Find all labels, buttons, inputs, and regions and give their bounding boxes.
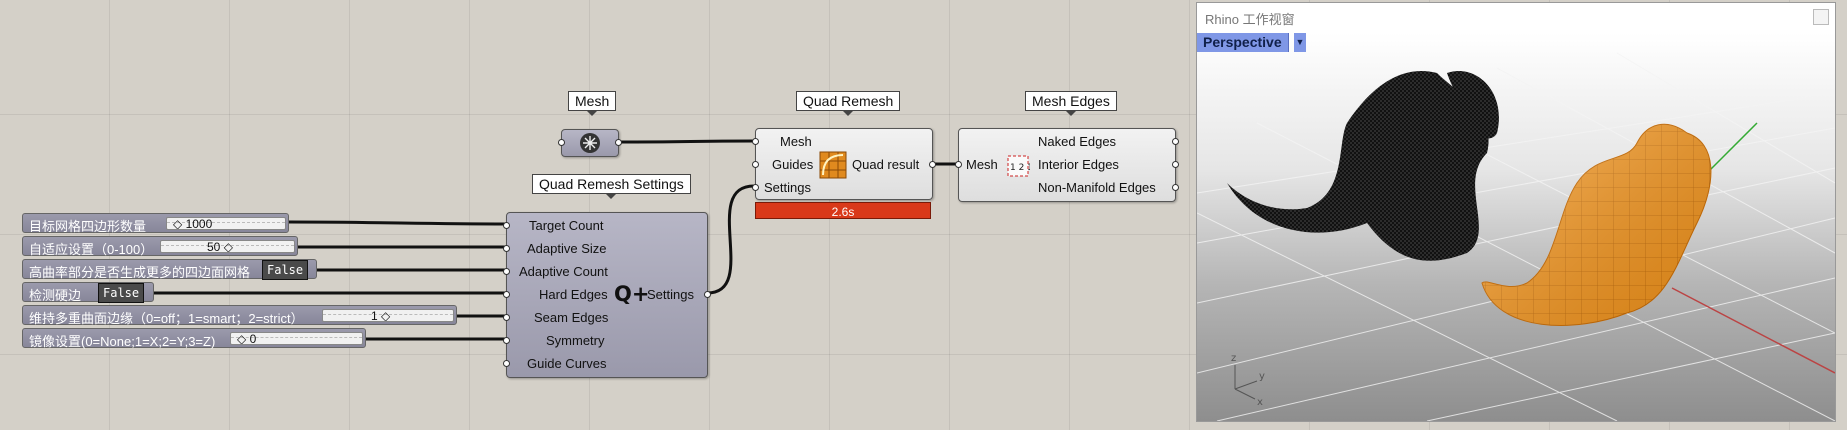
mesh-param-input-dot[interactable]: [558, 139, 565, 146]
settings-tag: Quad Remesh Settings: [532, 174, 691, 194]
qr-input-mesh: Mesh: [780, 134, 812, 149]
mesh-param[interactable]: [558, 129, 622, 157]
qs-input-guide-curves: Guide Curves: [527, 356, 607, 371]
rhino-window[interactable]: Rhino 工作视窗: [1196, 2, 1836, 422]
qr-mesh-dot[interactable]: [752, 138, 759, 145]
axis-gizmo: [1234, 365, 1258, 400]
toggle-detect-hard-edges-label: 检测硬边: [29, 288, 82, 303]
toggle-detect-hard-edges[interactable]: 检测硬边 False: [22, 282, 154, 303]
svg-text:1 2 1: 1 2 1: [1010, 163, 1030, 173]
qr-guides-dot[interactable]: [752, 161, 759, 168]
me-nonmanifold-dot[interactable]: [1172, 184, 1179, 191]
original-mesh: [1227, 71, 1489, 261]
slider-preserve-edges-label: 维持多重曲面边缘（0=off；1=smart；2=strict）: [29, 311, 304, 326]
mesh-tag: Mesh: [568, 91, 617, 111]
qr-output-quad-result: Quad result: [852, 157, 920, 172]
qr-output-dot[interactable]: [929, 161, 936, 168]
slider-symmetry-value: ◇ 0: [237, 332, 257, 345]
wire-target-count: [288, 220, 509, 226]
me-output-interior-edges: Interior Edges: [1038, 157, 1119, 172]
qr-input-guides: Guides: [772, 157, 814, 172]
qs-seam-edges-dot[interactable]: [503, 314, 510, 321]
qs-input-target-count: Target Count: [529, 218, 604, 233]
axis-x-label: x: [1257, 397, 1263, 408]
me-output-non-manifold-edges: Non-Manifold Edges: [1038, 180, 1156, 195]
slider-adaptive-value: 50 ◇: [207, 240, 233, 253]
wire-mesh: [617, 139, 755, 144]
quad-remesh-icon: [819, 151, 847, 179]
perspective-viewport[interactable]: z y x Perspective ▼: [1197, 33, 1835, 421]
slider-target-quad-count[interactable]: 目标网格四边形数量 ◇ 1000: [22, 213, 289, 234]
quad-remesh-tag: Quad Remesh: [796, 91, 901, 111]
qs-adaptive-size-dot[interactable]: [503, 245, 510, 252]
slider-target-quad-count-label: 目标网格四边形数量: [29, 219, 147, 234]
slider-symmetry-track[interactable]: ◇ 0: [230, 332, 363, 345]
quad-remesh-component[interactable]: Mesh Guides Settings Quad result: [752, 128, 936, 200]
axis-z-label: z: [1231, 353, 1236, 364]
qs-input-adaptive-count: Adaptive Count: [519, 264, 608, 279]
slider-adaptive[interactable]: 自适应设置（0-100） 50 ◇: [22, 236, 298, 257]
qs-hard-edges-dot[interactable]: [503, 291, 510, 298]
close-icon[interactable]: [1813, 9, 1829, 25]
slider-adaptive-track[interactable]: 50 ◇: [160, 240, 295, 253]
toggle-high-curvature[interactable]: 高曲率部分是否生成更多的四边面网格 False: [22, 259, 317, 280]
me-mesh-dot[interactable]: [955, 161, 962, 168]
quad-remesh-settings-component[interactable]: Target Count Adaptive Size Adaptive Coun…: [503, 212, 711, 378]
slider-symmetry[interactable]: 镜像设置(0=None;1=X;2=Y;3=Z) ◇ 0: [22, 328, 366, 349]
rhino-title: Rhino 工作视窗: [1205, 12, 1295, 27]
qs-guide-curves-dot[interactable]: [503, 360, 510, 367]
slider-target-quad-count-value: ◇ 1000: [173, 217, 213, 230]
qs-input-hard-edges: Hard Edges: [539, 287, 608, 302]
runtime-label: 2.6s: [831, 205, 855, 219]
slider-preserve-edges-track[interactable]: 1 ◇: [322, 309, 454, 322]
me-interior-dot[interactable]: [1172, 161, 1179, 168]
me-input-mesh: Mesh: [966, 157, 998, 172]
toggle-high-curvature-label: 高曲率部分是否生成更多的四边面网格: [29, 265, 251, 280]
slider-target-quad-count-track[interactable]: ◇ 1000: [166, 217, 286, 230]
qr-input-settings: Settings: [764, 180, 811, 195]
qs-input-seam-edges: Seam Edges: [534, 310, 609, 325]
qs-output-settings: Settings: [647, 287, 694, 302]
viewport-scene: z y x: [1197, 52, 1835, 421]
axis-y-label: y: [1259, 371, 1265, 382]
qs-icon: Q+: [614, 282, 650, 306]
mesh-param-output-dot[interactable]: [615, 139, 622, 146]
me-output-naked-edges: Naked Edges: [1038, 134, 1117, 149]
qs-input-symmetry: Symmetry: [546, 333, 605, 348]
mesh-edges-tag: Mesh Edges: [1025, 91, 1117, 111]
qs-symmetry-dot[interactable]: [503, 337, 510, 344]
qs-input-adaptive-size: Adaptive Size: [527, 241, 607, 256]
wire-settings: [706, 184, 755, 295]
slider-preserve-edges-value: 1 ◇: [371, 309, 391, 322]
qs-adaptive-count-dot[interactable]: [503, 268, 510, 275]
slider-symmetry-label: 镜像设置(0=None;1=X;2=Y;3=Z): [29, 334, 216, 349]
mesh-icon: [580, 133, 600, 153]
rhino-titlebar[interactable]: Rhino 工作视窗: [1197, 3, 1835, 31]
mesh-edges-icon: 1 2 1: [1007, 155, 1030, 177]
slider-preserve-edges[interactable]: 维持多重曲面边缘（0=off；1=smart；2=strict） 1 ◇: [22, 305, 457, 326]
viewport-dropdown-icon[interactable]: ▼: [1294, 33, 1306, 52]
me-naked-dot[interactable]: [1172, 138, 1179, 145]
qr-settings-dot[interactable]: [752, 184, 759, 191]
qs-target-count-dot[interactable]: [503, 222, 510, 229]
runtime-bar: 2.6s: [755, 202, 931, 219]
slider-adaptive-label: 自适应设置（0-100）: [29, 242, 154, 257]
viewport-label[interactable]: Perspective: [1197, 33, 1289, 52]
qs-output-dot[interactable]: [704, 291, 711, 298]
mesh-edges-component[interactable]: Mesh 1 2 1 Naked Edges Interior Edges No…: [955, 128, 1179, 202]
toggle-detect-hard-edges-value[interactable]: False: [98, 283, 145, 303]
toggle-high-curvature-value[interactable]: False: [262, 260, 309, 280]
